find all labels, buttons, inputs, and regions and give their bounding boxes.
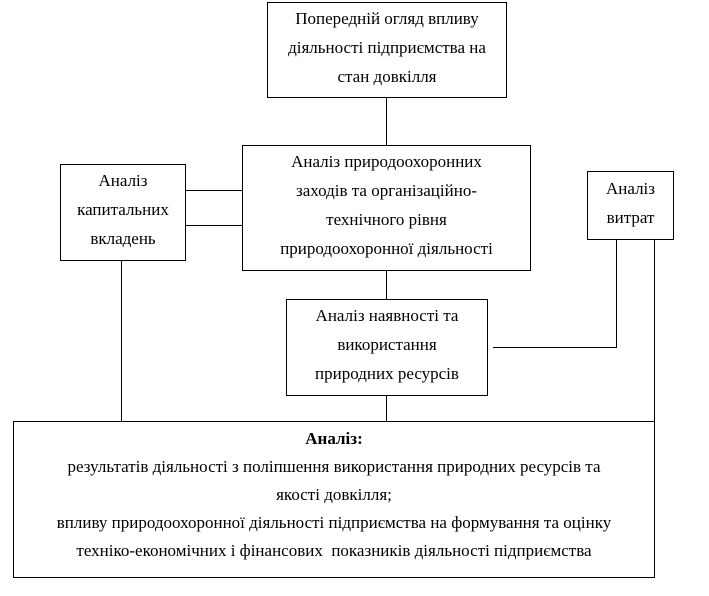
edge-costs-to-resources-vertical (616, 239, 617, 347)
node-final-analysis-heading: Аналіз: (305, 429, 363, 448)
edge-capital-to-measures-lower (185, 225, 243, 226)
node-preliminary-review-line-2: діяльності підприємства на (288, 38, 486, 57)
node-preliminary-review-line-3: стан довкілля (337, 67, 437, 86)
node-final-analysis-line-2: якості довкілля; (276, 485, 392, 504)
edge-capital-to-final (121, 260, 122, 422)
edge-preliminary-to-measures (386, 97, 387, 146)
node-env-measures-line-1: Аналіз природоохоронних (291, 152, 482, 171)
node-env-measures: Аналіз природоохоронних заходів та орган… (242, 145, 531, 271)
node-env-measures-line-2: заходів та організаційно- (296, 181, 477, 200)
node-natural-resources: Аналіз наявності та використання природн… (286, 299, 488, 396)
node-final-analysis-line-4: техніко-економічних і фінансових показни… (76, 541, 592, 560)
edge-costs-to-resources-horizontal (493, 347, 617, 348)
node-preliminary-review-line-1: Попередній огляд впливу (295, 9, 479, 28)
node-natural-resources-line-3: природних ресурсів (315, 364, 459, 383)
node-final-analysis-line-1: результатів діяльності з поліпшення вико… (67, 457, 601, 476)
node-final-analysis: Аналіз: результатів діяльності з поліпше… (13, 421, 655, 578)
node-final-analysis-line-3: впливу природоохоронної діяльності підпр… (56, 513, 612, 532)
node-capital-investment-line-1: Аналіз (98, 171, 148, 190)
edge-resources-to-final (386, 395, 387, 422)
node-natural-resources-line-1: Аналіз наявності та (315, 306, 459, 325)
edge-costs-to-final (654, 239, 655, 422)
node-natural-resources-line-2: використання (337, 335, 437, 354)
node-costs: Аналіз витрат (587, 171, 674, 240)
node-capital-investment-line-2: капитальних (77, 200, 169, 219)
node-capital-investment-line-3: вкладень (90, 229, 156, 248)
edge-capital-to-measures-upper (185, 190, 243, 191)
node-costs-line-2: витрат (606, 208, 655, 227)
node-capital-investment: Аналіз капитальних вкладень (60, 164, 186, 261)
node-env-measures-line-4: природоохоронної діяльності (280, 239, 493, 258)
node-costs-line-1: Аналіз (606, 179, 655, 198)
node-preliminary-review: Попередній огляд впливу діяльності підпр… (267, 2, 507, 98)
node-env-measures-line-3: технічного рівня (326, 210, 447, 229)
edge-measures-to-resources (386, 270, 387, 299)
